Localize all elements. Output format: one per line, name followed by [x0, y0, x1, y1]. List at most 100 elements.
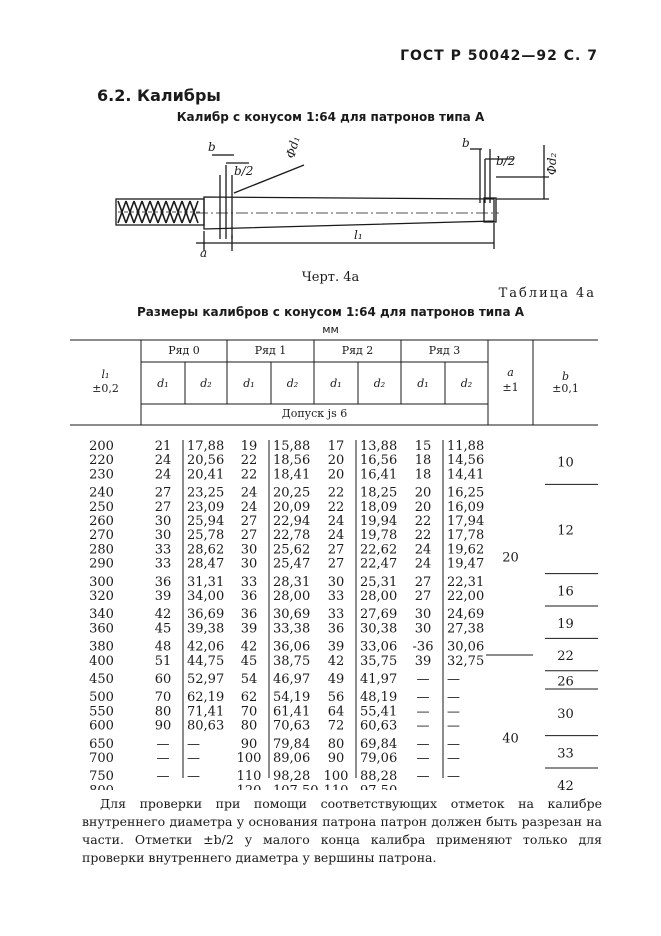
label-phi-d1: Φd₁ — [283, 135, 302, 160]
table-cell: 320 — [89, 589, 114, 604]
header-d1: d₁ — [330, 377, 341, 390]
table-unit: мм — [322, 323, 339, 336]
table-cell: 22 — [328, 500, 345, 515]
table-cell: 15 — [415, 439, 432, 454]
table-cell: 20,09 — [273, 500, 310, 515]
label-b2-left: b/2 — [234, 164, 253, 178]
table-cell: 500 — [89, 690, 114, 705]
header-row-2: Ряд 2 — [342, 344, 374, 357]
table-cell: — — [417, 737, 430, 752]
table-title: Размеры калибров с конусом 1:64 для патр… — [136, 305, 525, 319]
table-cell: 17 — [328, 439, 345, 454]
header-d2: d₂ — [287, 377, 298, 390]
table-cell: — — [187, 737, 200, 752]
table-cell: 70 — [155, 690, 172, 705]
header-row-0: Ряд 0 — [168, 344, 200, 357]
table-cell: 24 — [155, 467, 172, 482]
table-cell: — — [157, 751, 170, 766]
a-value: 20 — [502, 550, 519, 565]
table-cell: 20 — [328, 453, 345, 468]
table-cell: 22,47 — [360, 557, 397, 572]
table-cell: — — [187, 783, 200, 790]
table-cell: 42 — [241, 640, 258, 655]
table-cell: 36 — [241, 607, 258, 622]
table-cell: 14,41 — [447, 467, 484, 482]
caliber-drawing: b b/2 Φd₁ b b/2 Φd₂ a l₁ — [115, 135, 559, 260]
table-cell: 24,69 — [447, 607, 484, 622]
table-cell: 17,94 — [447, 514, 484, 529]
table-cell: 60 — [155, 672, 172, 687]
table-cell: 300 — [89, 575, 114, 590]
table-cell: 28,62 — [187, 542, 224, 557]
table-cell: 550 — [89, 704, 114, 719]
header-row-1: Ряд 1 — [255, 344, 287, 357]
table-cell: 79,06 — [360, 751, 397, 766]
table-cell: 380 — [89, 640, 114, 655]
table-cell: 45 — [241, 654, 258, 669]
header-d2: d₂ — [200, 377, 211, 390]
table-cell: 97,50 — [360, 783, 397, 790]
table-cell: 250 — [89, 500, 114, 515]
table-cell: 80 — [328, 737, 345, 752]
table-cell: 30 — [241, 557, 258, 572]
table-cell: 22,94 — [273, 514, 310, 529]
table-cell: 55,41 — [360, 704, 397, 719]
table-cell: 19,62 — [447, 542, 484, 557]
table-cell: 700 — [89, 751, 114, 766]
table-cell: 36,06 — [273, 640, 310, 655]
table-cell: 36 — [155, 575, 172, 590]
table-cell: 24 — [415, 542, 432, 557]
table-cell: 56 — [328, 690, 345, 705]
table-cell: — — [417, 769, 430, 784]
table-cell: 21 — [155, 439, 172, 454]
table-cell: 22 — [241, 453, 258, 468]
label-l1: l₁ — [354, 228, 363, 242]
table-cell: 35,75 — [360, 654, 397, 669]
cone-body — [203, 196, 495, 230]
table-cell: 33 — [155, 542, 172, 557]
table-cell: 22,31 — [447, 575, 484, 590]
b-value: 33 — [557, 746, 574, 761]
table-cell: 24 — [241, 486, 258, 501]
table-cell: 30,06 — [447, 640, 484, 655]
table-cell: 80 — [241, 719, 258, 734]
header-tolerance: Допуск js 6 — [282, 407, 347, 420]
table-cell: 11,88 — [447, 439, 484, 454]
table-cell: 44,75 — [187, 654, 224, 669]
b-value: 30 — [557, 707, 574, 722]
table-cell: 17,88 — [187, 439, 224, 454]
table-cell: 16,41 — [360, 467, 397, 482]
table-cell: 230 — [89, 467, 114, 482]
table-cell: -36 — [413, 640, 434, 655]
table-cell: 27 — [155, 500, 172, 515]
table-cell: 27 — [328, 542, 345, 557]
table-cell: 36,69 — [187, 607, 224, 622]
table-cell: — — [187, 751, 200, 766]
header-row-3: Ряд 3 — [429, 344, 461, 357]
table-cell: 27 — [241, 514, 258, 529]
table-cell: 39 — [415, 654, 432, 669]
table-cell: — — [447, 672, 460, 687]
table-cell: 54 — [241, 672, 258, 687]
table-cell: 19 — [241, 439, 258, 454]
table-cell: 20,56 — [187, 453, 224, 468]
table-cell: 107,50 — [273, 783, 319, 790]
table-cell: — — [417, 719, 430, 734]
header-d2: d₂ — [461, 377, 472, 390]
label-b-left: b — [208, 140, 216, 154]
table-cell: 220 — [89, 453, 114, 468]
table-cell: — — [157, 737, 170, 752]
table-cell: — — [417, 751, 430, 766]
table-cell: 800 — [89, 783, 114, 790]
table-cell: 79,84 — [273, 737, 310, 752]
table-cell: 400 — [89, 654, 114, 669]
table-cell: 48,19 — [360, 690, 397, 705]
table-cell: 20 — [415, 500, 432, 515]
footnote-text: Для проверки при помощи соответствующих … — [82, 796, 602, 865]
table-cell: 20 — [415, 486, 432, 501]
table-cell: 340 — [89, 607, 114, 622]
table-cell: 30,69 — [273, 607, 310, 622]
table-cell: 52,97 — [187, 672, 224, 687]
table-cell: 24 — [328, 514, 345, 529]
